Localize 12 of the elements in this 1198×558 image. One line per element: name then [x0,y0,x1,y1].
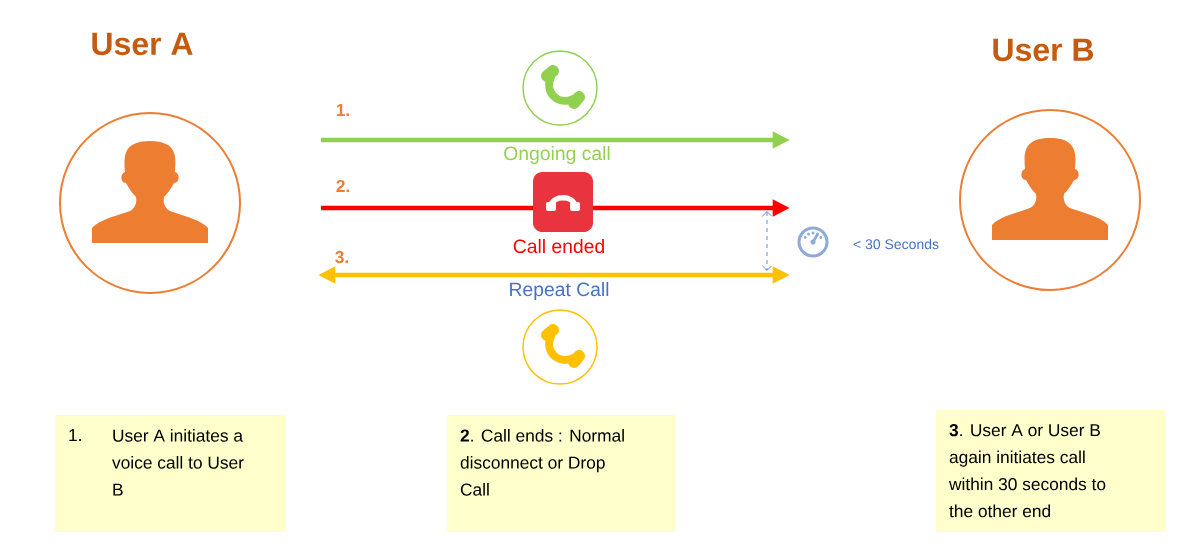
time-label: < 30 Seconds [853,238,939,250]
step-number: 2. [336,179,350,193]
arrow-label: Ongoing call [504,146,610,164]
note-box: 2. Call ends : Normal disconnect or Drop Call [447,415,675,532]
note-box: 3. User A or User B again initiates call within 30 seconds to the other end [936,410,1165,532]
note-box: 1. User A initiates a voice call to User B [55,415,285,532]
arrow-label: Repeat Call [510,282,609,300]
step-number: 1. [336,104,350,116]
heading: User A [92,32,193,56]
step-number: 3. [335,250,349,264]
arrow-label: Call ended [513,238,604,254]
heading: User B [993,38,1094,62]
